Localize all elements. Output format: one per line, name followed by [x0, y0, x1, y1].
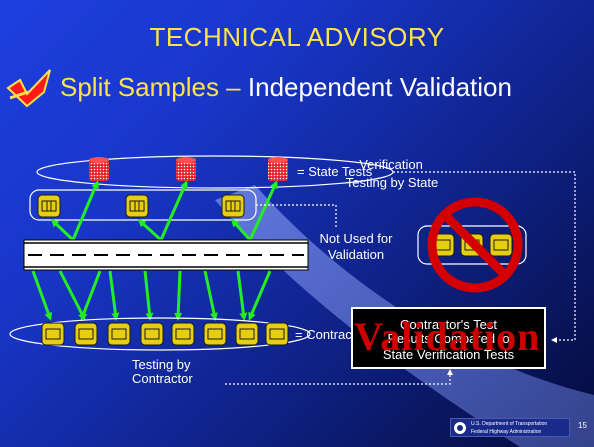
slide-title: TECHNICAL ADVISORY	[149, 22, 445, 52]
unused-sample-icon	[489, 233, 513, 257]
contractor-sample-icon	[74, 322, 98, 346]
sampling-arrows-down	[31, 270, 272, 321]
split-sample-icon	[221, 194, 245, 218]
dot-logo-icon	[454, 422, 466, 434]
comparison-line3: State Verification Tests	[382, 347, 515, 362]
comparison-line1: Contractor's Test	[400, 317, 497, 332]
comparison-box: Contractor's Test Results Compared to St…	[351, 307, 546, 369]
agency-badge: U.S. Department of Transportation Federa…	[450, 418, 570, 437]
contractor-sample-icon	[265, 322, 289, 346]
testing-by-label-line1: Testing by	[132, 357, 191, 372]
contractor-tests-ellipse	[9, 317, 311, 351]
verification-label-line1: Verification	[359, 157, 423, 172]
agency-line2: Federal Highway Administration	[471, 429, 542, 435]
page-number: 15	[578, 421, 587, 430]
dotted-connectors	[225, 171, 576, 385]
state-tests-label: = State Tests	[297, 164, 373, 179]
contractor-sample-row	[41, 322, 289, 346]
agency-line1: U.S. Department of Transportation	[471, 421, 548, 427]
validation-overlay-text: Validation	[354, 314, 541, 359]
roadway-band	[23, 239, 309, 271]
verification-label-line2: Testing by State	[345, 175, 439, 190]
contractor-sample-icon	[41, 322, 65, 346]
comparison-line2: Results Compared to	[387, 331, 510, 346]
contractor-sample-icon	[171, 322, 195, 346]
prohibition-sign-icon	[427, 197, 523, 293]
not-used-label-line2: Validation	[327, 247, 385, 262]
sampling-arrows-up	[50, 180, 278, 242]
contractor-sample-icon	[107, 322, 131, 346]
slide-subtitle: Split Samples – Independent Validation	[60, 72, 512, 103]
contractor-sample-icon	[235, 322, 259, 346]
check-mark-icon	[6, 69, 51, 108]
not-used-label-line1: Not Used for	[319, 231, 393, 246]
split-sample-icon	[125, 194, 149, 218]
split-sample-icon	[37, 194, 61, 218]
contractor-sample-icon	[140, 322, 164, 346]
state-sample-icon	[89, 157, 109, 181]
testing-by-label-line2: Contractor	[132, 371, 193, 386]
state-sample-icon	[176, 157, 196, 181]
contractor-sample-icon	[203, 322, 227, 346]
state-sample-icon	[268, 157, 288, 181]
subtitle-highlight: Split Samples –	[60, 72, 241, 102]
unused-samples-box	[417, 225, 527, 265]
subtitle-rest: Independent Validation	[240, 72, 512, 102]
